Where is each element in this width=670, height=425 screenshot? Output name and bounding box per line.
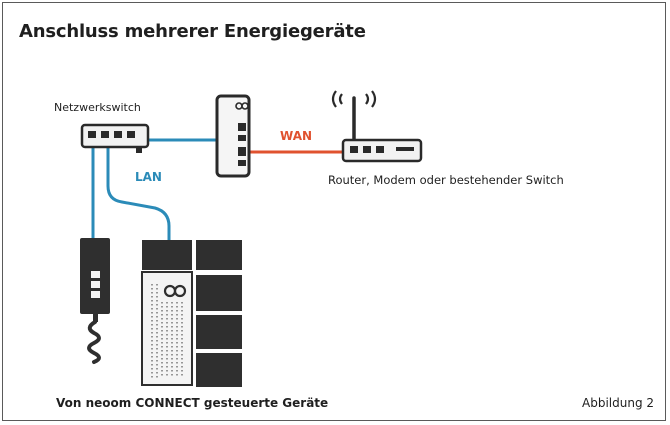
lan-cable-switch-to-battery: [106, 140, 171, 244]
devices-caption: Von neoom CONNECT gesteuerte Geräte: [56, 396, 329, 410]
wan-label: WAN: [280, 129, 313, 143]
figure-number: Abbildung 2: [582, 396, 655, 410]
network-switch-icon: [80, 123, 150, 153]
lan-cables: [91, 138, 227, 244]
diagram-title: Anschluss mehrerer Energiegeräte: [19, 21, 366, 42]
lan-label: LAN: [135, 170, 162, 184]
wallbox-icon: [80, 238, 110, 364]
figure-frame: [2, 2, 666, 421]
router-label: Router, Modem oder bestehender Switch: [328, 173, 564, 187]
neoom-connect-icon: [215, 94, 251, 178]
network-switch-label: Netzwerkswitch: [54, 101, 141, 114]
battery-storage-icon: [141, 240, 242, 387]
router-icon: [331, 90, 423, 163]
